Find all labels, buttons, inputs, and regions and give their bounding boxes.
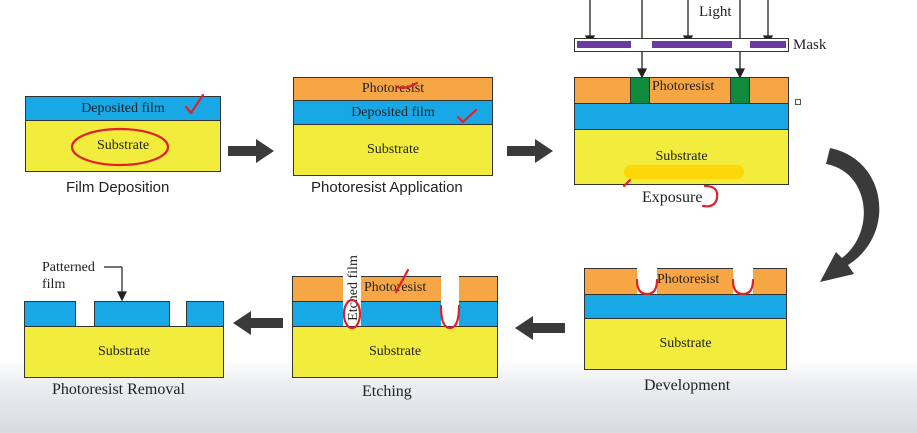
photoresist-layer xyxy=(574,77,789,104)
film-segment xyxy=(186,301,224,327)
film-segment xyxy=(24,301,76,327)
development-caption: Development xyxy=(644,377,731,394)
mask-opaque-segment xyxy=(577,41,631,48)
mask-opaque-segment xyxy=(750,41,786,48)
substrate-label: Substrate xyxy=(659,336,712,351)
photoresist-label: Photoresist xyxy=(361,81,425,96)
substrate-layer: Substrate xyxy=(25,120,221,172)
arrow-left-icon xyxy=(515,316,565,340)
film-deposition-caption: Film Deposition xyxy=(66,179,170,196)
mask-label: Mask xyxy=(793,37,827,53)
photoresist-layer: Photoresist xyxy=(293,77,493,101)
arrow-right-icon xyxy=(228,139,274,163)
substrate-layer: Substrate xyxy=(293,124,493,176)
substrate-label: Substrate xyxy=(97,344,151,359)
etched-gap xyxy=(441,300,459,327)
substrate-label: Substrate xyxy=(655,149,708,164)
photoresist-label: Photoresist xyxy=(657,272,720,287)
etched-gap xyxy=(343,300,361,327)
etching-caption: Etching xyxy=(362,383,412,400)
film-segment xyxy=(94,301,170,327)
photoresist-removal-caption: Photoresist Removal xyxy=(52,381,185,398)
deposited-film-label: Deposited film xyxy=(81,100,165,116)
substrate-label: Substrate xyxy=(366,142,420,157)
photomask xyxy=(574,38,789,52)
substrate-label: Substrate xyxy=(96,138,150,153)
mask-opaque-segment xyxy=(652,41,732,48)
small-square-marker xyxy=(795,99,801,105)
substrate-layer: Substrate xyxy=(292,326,498,378)
highlight-stroke xyxy=(624,165,744,179)
film-layer xyxy=(574,103,789,130)
photoresist-label: Photoresist xyxy=(652,79,715,94)
deposited-film-layer: Deposited film xyxy=(293,100,493,125)
exposure-caption: Exposure xyxy=(642,189,703,206)
curved-arrow-down-icon xyxy=(820,148,880,282)
patterned-film-label: Patterned film xyxy=(42,260,95,292)
photoresist-application-caption: Photoresist Application xyxy=(311,179,463,196)
deposited-film-label: Deposited film xyxy=(351,104,435,120)
substrate-layer: Substrate xyxy=(584,318,787,370)
light-label: Light xyxy=(697,4,734,21)
substrate-label: Substrate xyxy=(368,344,422,359)
photoresist-label: Photoresist xyxy=(364,280,427,295)
developed-gap xyxy=(733,267,753,295)
substrate-layer: Substrate xyxy=(24,326,224,378)
arrow-right-icon xyxy=(507,139,553,163)
developed-gap xyxy=(637,267,657,295)
arrow-left-icon xyxy=(233,311,283,335)
